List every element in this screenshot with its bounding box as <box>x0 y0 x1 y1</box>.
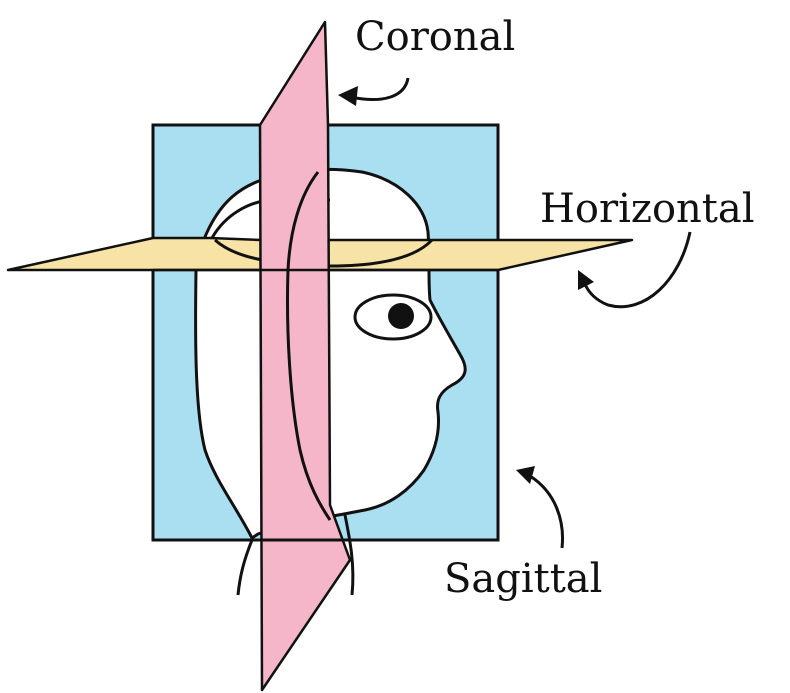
horizontal-label: Horizontal <box>540 186 755 232</box>
sagittal-label: Sagittal <box>444 556 602 602</box>
coronal-arrowhead <box>338 86 358 106</box>
pupil <box>388 303 414 329</box>
sagittal-arrow <box>530 476 563 548</box>
coronal-arrow <box>350 78 408 100</box>
coronal-label: Coronal <box>355 14 515 60</box>
sagittal-arrowhead <box>516 466 535 484</box>
neck-left-stroke <box>238 540 252 595</box>
